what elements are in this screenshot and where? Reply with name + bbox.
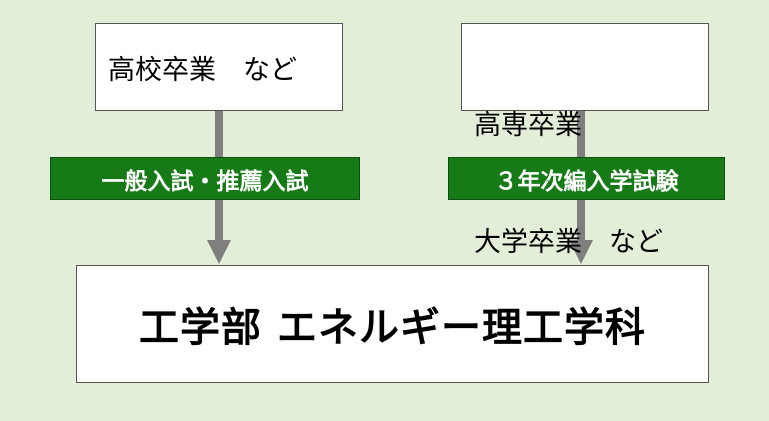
left-source-text: 高校卒業 など <box>108 54 297 86</box>
left-arrow-head <box>207 240 231 264</box>
right-route-label: ３年次編入学試験 <box>448 157 725 200</box>
right-source-line-2: 大学卒業 など <box>474 227 663 258</box>
right-arrow-head <box>569 240 593 264</box>
right-route-text: ３年次編入学試験 <box>494 168 679 195</box>
left-route-label: 一般入試・推薦入試 <box>50 157 360 200</box>
left-source-box: 高校卒業 など <box>95 23 343 111</box>
destination-text: 工学部 エネルギー理工学科 <box>139 305 646 351</box>
right-source-box: 高専卒業 大学卒業 など <box>461 23 709 258</box>
destination-box: 工学部 エネルギー理工学科 <box>76 265 709 383</box>
left-route-text: 一般入試・推薦入試 <box>101 168 309 195</box>
right-source-line-1: 高専卒業 <box>474 110 582 141</box>
